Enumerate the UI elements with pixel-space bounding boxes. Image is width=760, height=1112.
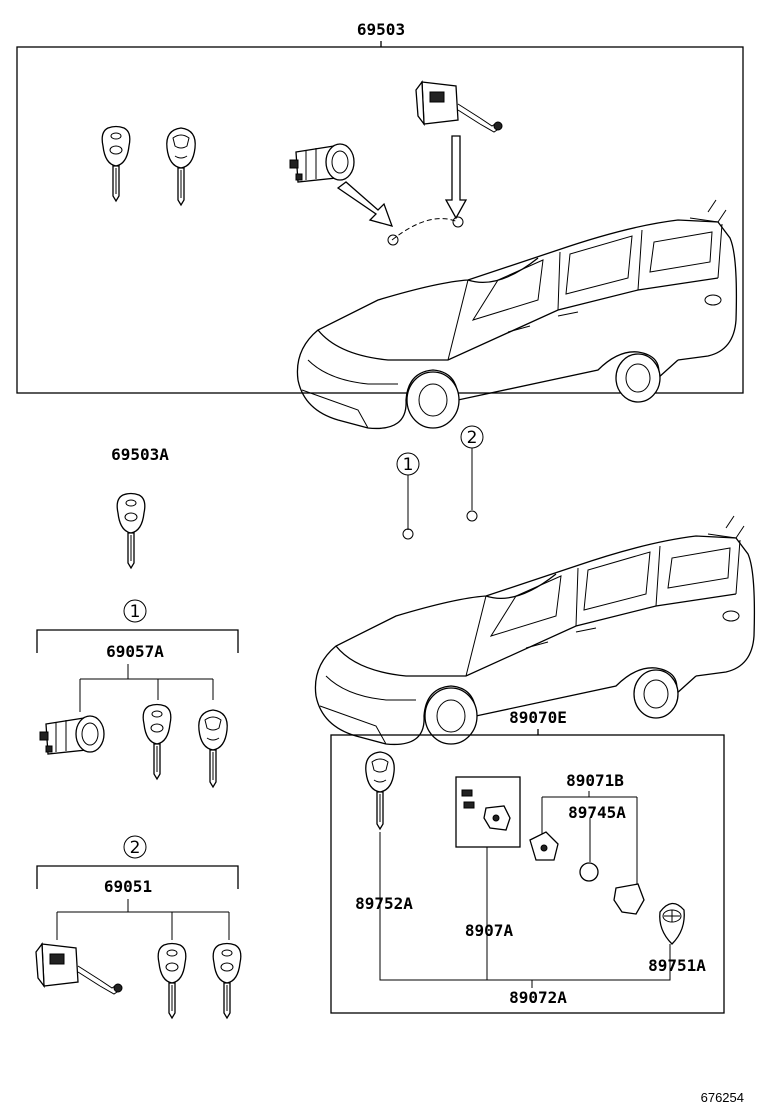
door-lock-icon: [415, 81, 503, 133]
lock-cylinder-icon: [289, 143, 355, 183]
callout-1: 1: [130, 602, 141, 622]
door-lock-icon: [35, 943, 123, 995]
label-69503[interactable]: 69503: [357, 20, 405, 39]
key-icon: [142, 703, 172, 780]
key-icon: [198, 709, 228, 788]
callout-2: 2: [130, 838, 141, 858]
door-cylinder-set-group: 2 69051: [35, 835, 242, 1019]
cylinder-set-group: 1 69057A: [36, 599, 239, 788]
key-icon: [212, 942, 242, 1019]
label-89751A[interactable]: 89751A: [648, 956, 706, 975]
label-69051[interactable]: 69051: [104, 877, 152, 896]
label-89070E[interactable]: 89070E: [509, 708, 567, 727]
key-blank-group: 69503A: [111, 445, 169, 569]
reference-number: 676254: [701, 1090, 744, 1105]
label-69057A[interactable]: 69057A: [106, 642, 164, 661]
label-69503A[interactable]: 69503A: [111, 445, 169, 464]
key-icon: [116, 492, 146, 569]
callout-car: 1 2: [314, 425, 756, 746]
transmitter-box: 89070E 89071B 89745A 89752A 8907A 89751A…: [330, 708, 725, 1014]
label-89745A[interactable]: 89745A: [568, 803, 626, 822]
car-icon: [296, 199, 738, 430]
battery-icon: [579, 862, 599, 882]
key-icon: [157, 942, 187, 1019]
key-icon: [365, 751, 395, 830]
top-assembly-box: 69503: [16, 20, 744, 430]
emblem-icon: [659, 902, 685, 945]
lock-cylinder-icon: [39, 715, 105, 755]
label-89071B[interactable]: 89071B: [566, 771, 624, 790]
key-icon: [101, 125, 131, 202]
callout-1: 1: [403, 455, 414, 475]
label-8907A[interactable]: 8907A: [465, 921, 514, 940]
label-89752A[interactable]: 89752A: [355, 894, 413, 913]
circuit-board-icon: [455, 776, 521, 848]
key-icon: [166, 127, 196, 206]
label-89072A[interactable]: 89072A: [509, 988, 567, 1007]
callout-2: 2: [467, 428, 478, 448]
